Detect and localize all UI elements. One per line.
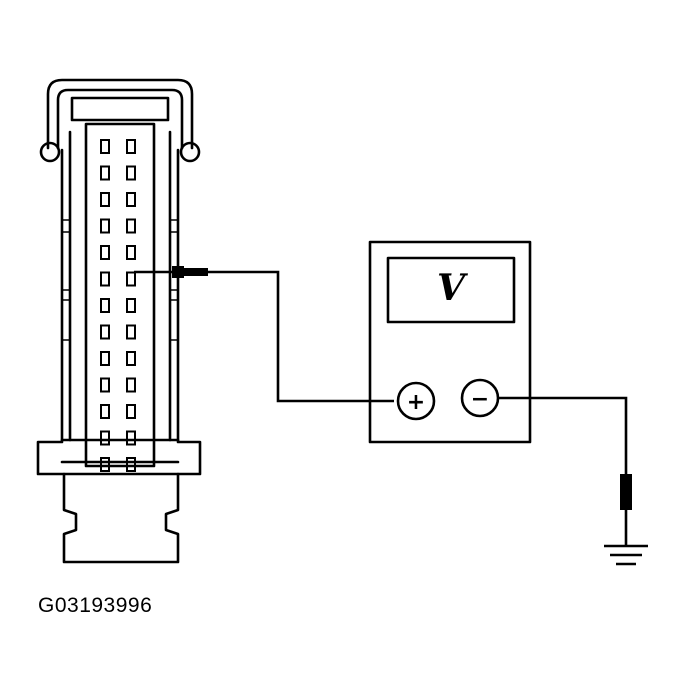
ground-icon [604, 544, 648, 566]
connector-pin [100, 377, 110, 393]
positive-lead-wire [208, 270, 394, 403]
negative-terminal-symbol: − [471, 387, 489, 412]
connector-pin [126, 351, 136, 366]
connector-pin [126, 377, 136, 393]
voltmeter: V + − [368, 240, 532, 444]
positive-terminal-symbol: + [407, 390, 425, 415]
connector-pin [100, 351, 110, 366]
figure-id-label: G03193996 [38, 594, 153, 617]
connector-pin [100, 192, 110, 207]
connector-pin [100, 165, 110, 181]
connector-pin [100, 218, 110, 234]
ground-probe-icon [620, 474, 632, 546]
connector-pin [126, 165, 136, 181]
connector-pin [126, 457, 136, 472]
connector-pin [126, 139, 136, 154]
connector-pin [100, 404, 110, 419]
connector-pin [100, 245, 110, 260]
connector-pin [126, 218, 136, 234]
probe-icon [134, 266, 208, 278]
connector-pin [100, 271, 110, 287]
meter-display-symbol: V [437, 267, 468, 309]
connector-pin [126, 430, 136, 446]
connector-pin [126, 271, 136, 287]
negative-lead-wire [498, 396, 628, 474]
connector-pin [126, 192, 136, 207]
connector-icon [36, 78, 202, 564]
connector-pin [100, 430, 110, 446]
connector-pin [100, 298, 110, 313]
connector-pin [100, 139, 110, 154]
connector-pin [126, 245, 136, 260]
connector-pin [126, 404, 136, 419]
connector-pin [100, 457, 110, 472]
positive-terminal [396, 381, 436, 421]
connector-pin [100, 324, 110, 340]
connector-pin [126, 298, 136, 313]
connector-pin [126, 324, 136, 340]
